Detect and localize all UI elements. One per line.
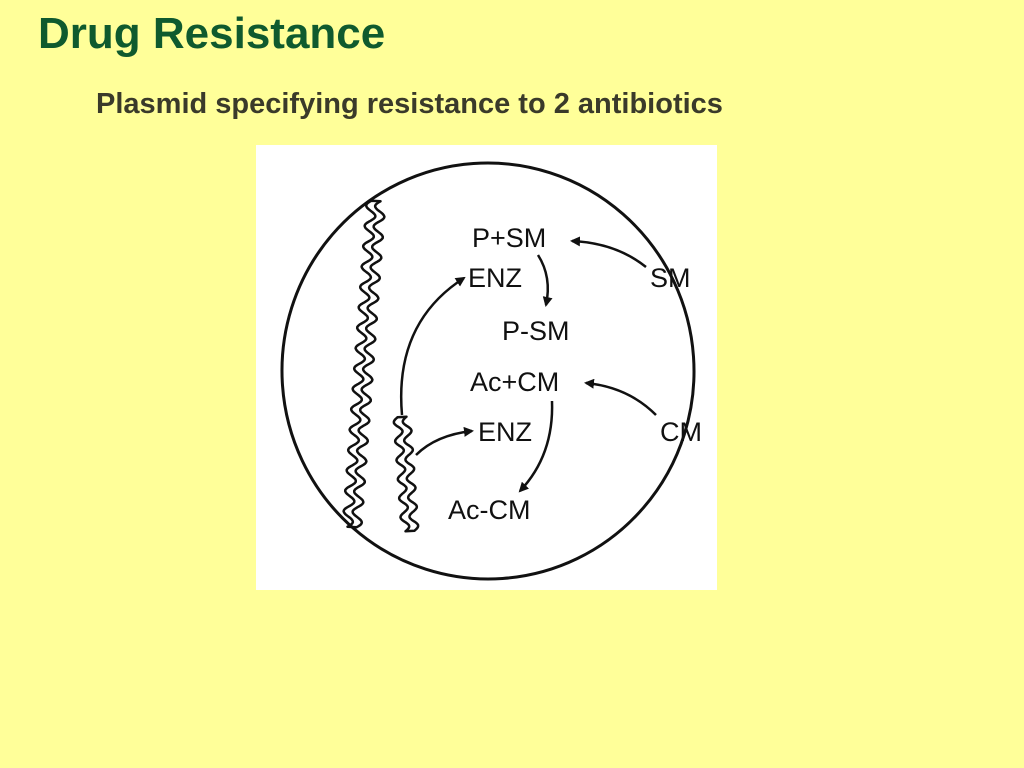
- arrow-ac-cm-conversion: [518, 400, 554, 493]
- slide-title: Drug Resistance: [38, 9, 386, 58]
- label-p-plus-sm: P+SM: [472, 223, 546, 253]
- label-p-sm: P-SM: [502, 316, 570, 346]
- label-cm-outside: CM: [660, 417, 702, 447]
- label-enz-bottom: ENZ: [478, 417, 532, 447]
- label-enz-top: ENZ: [468, 263, 522, 293]
- slide-subtitle: Plasmid specifying resistance to 2 antib…: [96, 88, 723, 120]
- label-ac-cm: Ac-CM: [448, 495, 531, 525]
- arrow-cm-into-cell: [584, 378, 657, 416]
- label-ac-plus-cm: Ac+CM: [470, 367, 559, 397]
- plasmid-strand: [392, 415, 420, 533]
- bacterial-cell-outline: [280, 161, 696, 581]
- arrow-sm-into-cell: [570, 236, 647, 268]
- arrow-p-sm-conversion: [536, 254, 553, 307]
- arrow-plasmid-to-enz-top: [399, 276, 466, 416]
- label-sm-outside: SM: [650, 263, 691, 293]
- plasmid-diagram: P+SM ENZ P-SM SM Ac+CM ENZ Ac-CM CM: [280, 161, 702, 581]
- chromosome-strand: [342, 199, 386, 529]
- plasmid-diagram-panel: P+SM ENZ P-SM SM Ac+CM ENZ Ac-CM CM: [256, 145, 717, 590]
- arrow-plasmid-to-enz-bottom: [415, 426, 474, 456]
